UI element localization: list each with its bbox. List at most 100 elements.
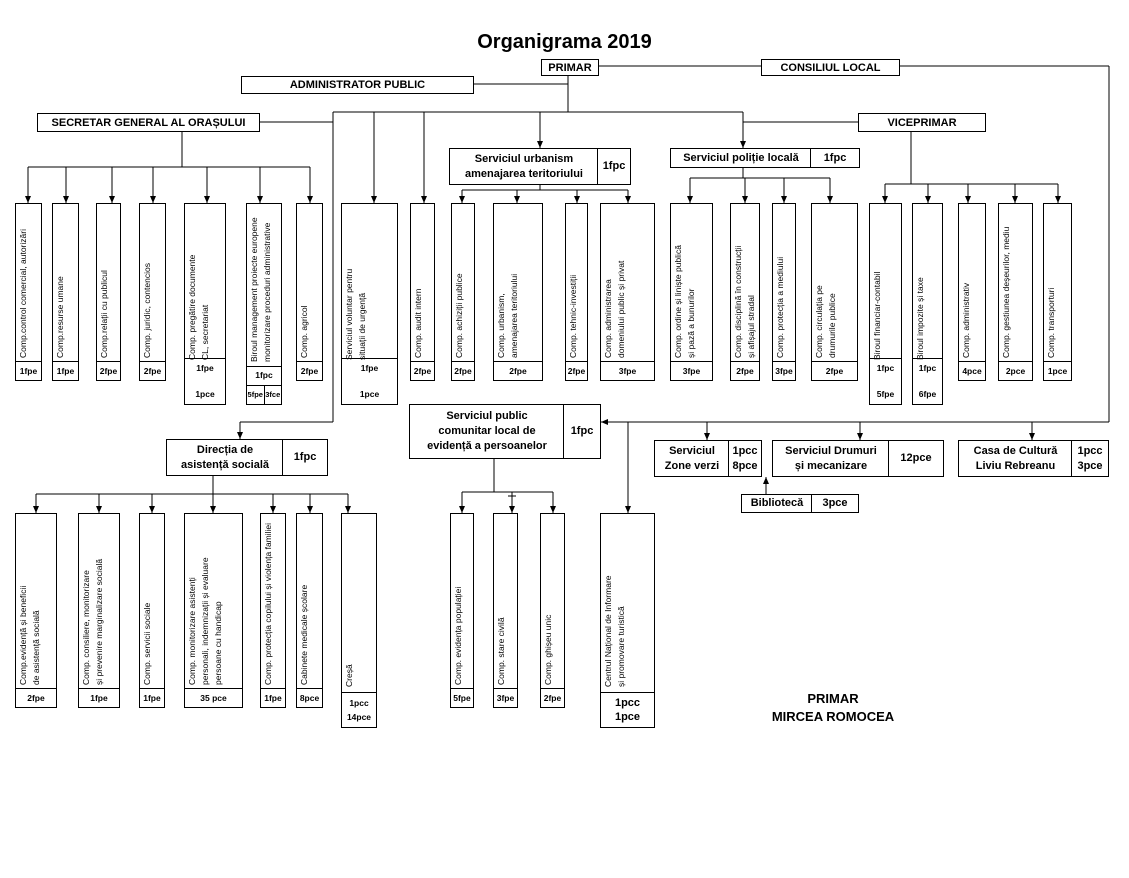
arrowhead [550,506,556,513]
zone-verzi-box: Serviciul Zone verzi 1pcc 8pce [654,440,762,477]
unit-transporturi: Comp. transporturi 1pce [1043,203,1072,381]
unit-cresa: Creșă 1pcc 14pce [341,513,377,728]
signature-block: PRIMAR MIRCEA ROMOCEA [733,690,933,726]
evidenta-persoanelor-title: Serviciul public comunitar local de evid… [427,410,547,452]
unit-label: Comp. protecția a mediului [775,256,785,358]
arrowhead [345,506,351,513]
casa-cultura-count: 1pcc 3pce [1071,441,1108,476]
unit-label: Comp. urbanism, amenajarea teritoriului [496,273,519,358]
unit-birou-management-proiecte: Biroul management proiecte europene moni… [246,203,282,405]
unit-servicii-sociale: Comp. servicii sociale 1fpe [139,513,165,708]
unit-count: 1pce [1044,361,1071,380]
arrowhead [204,196,210,203]
arrowhead [109,196,115,203]
arrowhead [781,196,787,203]
arrowhead [421,196,427,203]
unit-juridic: Comp. juridic, contencios 2fpe [139,203,166,381]
arrowhead [237,432,243,439]
unit-label: Comp. evidența populației [453,586,463,685]
unit-agricol: Comp. agricol 2fpe [296,203,323,381]
unit-count: 2fpe [731,361,759,380]
casa-cultura-box: Casa de Cultură Liviu Rebreanu 1pcc 3pce [958,440,1109,477]
urbanism-service-count: 1fpc [597,149,630,184]
administrator-public-box: ADMINISTRATOR PUBLIC [241,76,474,94]
unit-circulatia-drumuri: Comp. circulația pe drumurile publice 2f… [811,203,858,381]
primar-box: PRIMAR [541,59,599,76]
unit-count: 2fpe [16,688,56,707]
arrowhead [857,433,863,440]
unit-gestiunea-deseurilor: Comp. gestiunea deșeurilor, mediu 2pce [998,203,1033,381]
unit-label: Creșă [344,664,354,687]
unit-label: Comp. consiliere, monitorizare și preven… [81,558,104,685]
politie-service-count: 1fpc [810,149,859,167]
arrowhead [371,196,377,203]
politie-service-box: Serviciul poliție locală 1fpc [670,148,860,168]
unit-urbanism: Comp. urbanism, amenajarea teritoriului … [493,203,543,381]
unit-label: Serviciul voluntar pentru situații de ur… [344,268,367,360]
unit-label: Comp. agricol [299,305,309,358]
zone-verzi-title: Serviciul Zone verzi [664,444,720,472]
unit-subcount: 3fce [263,385,281,404]
biblioteca-box: Bibliotecă 3pce [741,494,859,513]
arrowhead [625,506,631,513]
arrowhead [742,196,748,203]
unit-label: Comp. circulația pe drumurile publice [814,285,837,358]
unit-label: Cabinete medicale școlare [299,584,309,685]
unit-achizitii-publice: Comp. achiziții publice 2fpe [451,203,475,381]
unit-count: 3fpe [494,688,517,707]
arrowhead [740,141,746,148]
unit-label: Biroul impozite și taxe [915,277,925,360]
unit-label: Comp. pregătire documente CL, secretaria… [187,254,210,360]
unit-control-comercial: Comp.control comercial, autorizări 1fpe [15,203,42,381]
unit-count: 2fpe [494,361,542,380]
unit-administrarea-domeniului: Comp. administrarea domeniului public și… [600,203,655,381]
arrowhead [925,196,931,203]
secretar-general-box: SECRETAR GENERAL AL ORAȘULUI [37,113,260,132]
unit-count: 2fpe [812,361,857,380]
arrowhead [270,506,276,513]
unit-stare-civila: Comp. stare civilă 3fpe [493,513,518,708]
unit-label: Comp. gestiunea deșeurilor, mediu [1001,226,1011,358]
biblioteca-count: 3pce [811,495,858,512]
arrowhead [150,196,156,203]
unit-protectia-mediului: Comp. protecția a mediului 3fpe [772,203,796,381]
unit-count: 2pce [999,361,1032,380]
arrowhead [965,196,971,203]
signature-role: PRIMAR [807,691,859,706]
unit-monitorizare-asistenti: Comp. monitorizare asistenți personali, … [184,513,243,708]
arrowhead [96,506,102,513]
unit-relatii-publicul: Comp.relații cu publicul 2fpe [96,203,121,381]
urbanism-service-box: Serviciul urbanism amenajarea teritoriul… [449,148,631,185]
unit-centrul-informare-turistica: Centrul Național de Informare și promova… [600,513,655,728]
page-title: Organigrama 2019 [477,31,652,53]
arrowhead [149,506,155,513]
signature-name: MIRCEA ROMOCEA [771,709,895,724]
unit-label: Comp. disciplină în construcții și afișa… [733,245,756,358]
unit-label: Comp. administrarea domeniului public și… [603,260,626,358]
unit-count: 1fpe [16,361,41,380]
unit-subcount: 5fpe [247,385,264,404]
arrowhead [459,196,465,203]
unit-count: 3fpe [671,361,712,380]
unit-count: 2fpe [97,361,120,380]
unit-label: Comp.evidență și beneficii de asistență … [18,585,41,685]
unit-ghiseu-unic: Comp. ghișeu unic 2fpe [540,513,565,708]
unit-impozite-taxe: Biroul impozite și taxe 1fpc 6fpe [912,203,943,405]
arrowhead [210,506,216,513]
unit-count: 8pce [297,688,322,707]
arrowhead [537,141,543,148]
unit-label: Comp. administrativ [961,282,971,358]
arrowhead [1029,433,1035,440]
directia-asistenta-box: Direcția de asistență socială 1fpc [166,439,328,476]
unit-label: Comp. achiziții publice [454,273,464,358]
unit-serviciu-voluntar: Serviciul voluntar pentru situații de ur… [341,203,398,405]
unit-label: Comp.control comercial, autorizări [18,229,28,358]
unit-label: Comp. transporturi [1046,287,1056,358]
unit-count: 1fpe 1pce [185,358,225,404]
unit-count: 5fpe [451,688,473,707]
unit-resurse-umane: Comp.resurse umane 1fpe [52,203,79,381]
unit-subcounts: 5fpe 3fce [247,385,281,404]
unit-count: 2fpe [411,361,434,380]
drumuri-count: 12pce [888,441,943,476]
